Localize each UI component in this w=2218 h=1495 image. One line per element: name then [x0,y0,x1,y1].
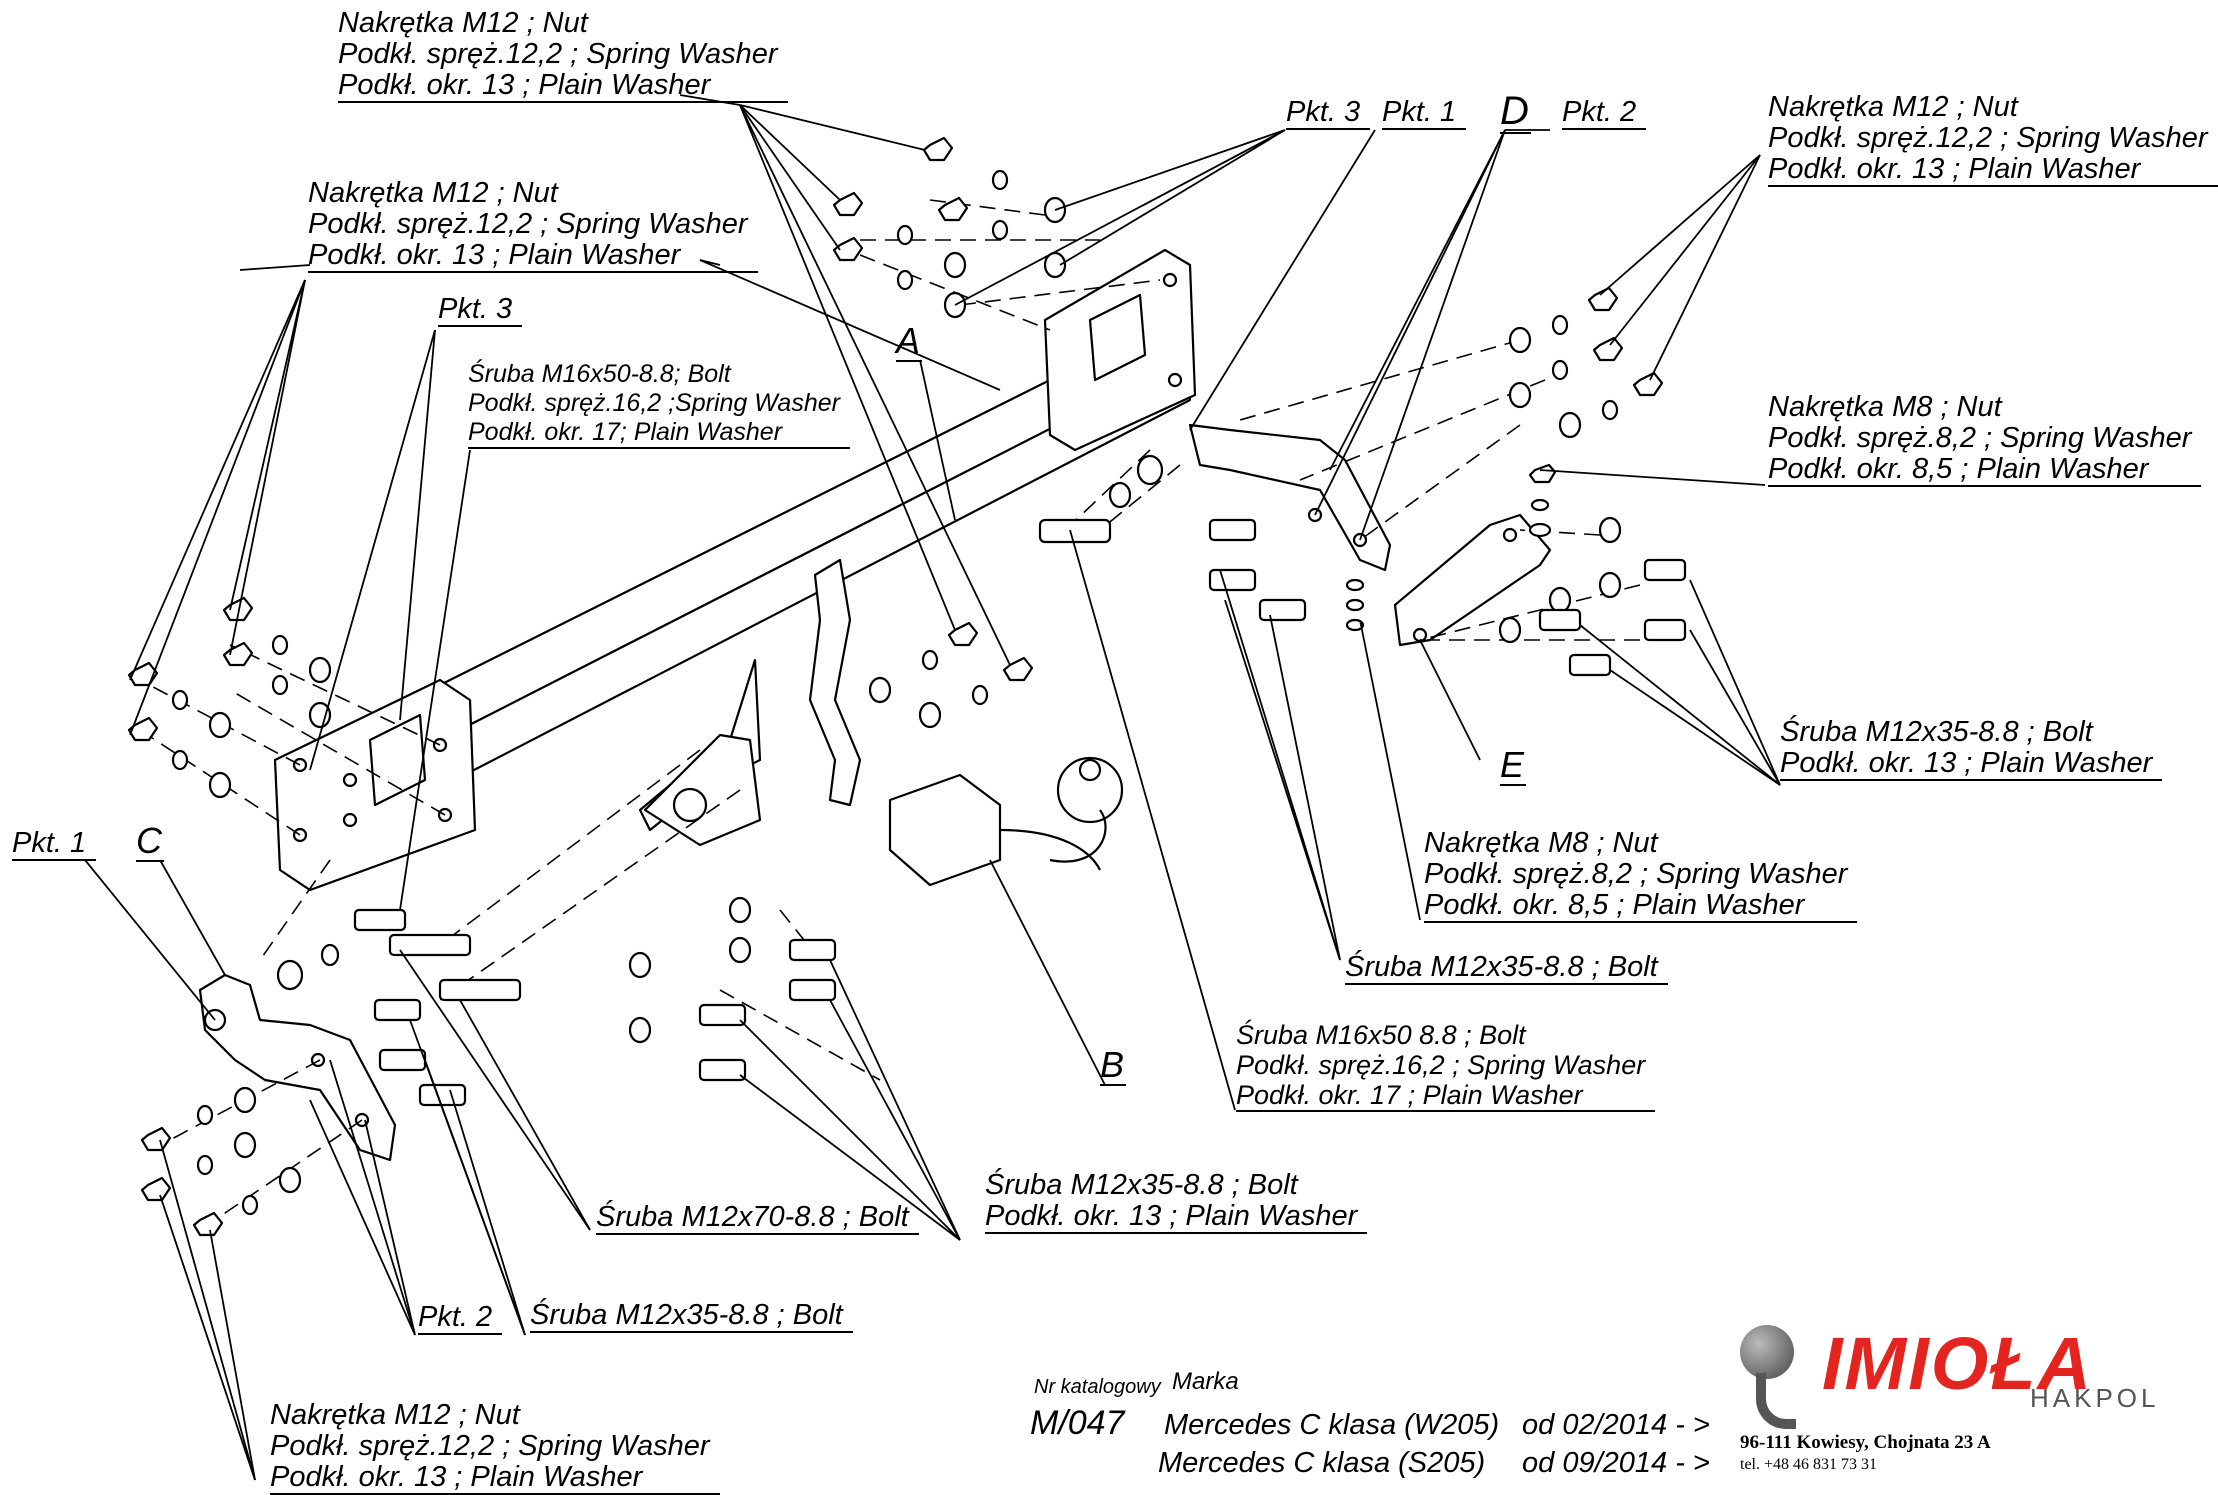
label-line: Podkł. okr. 17 ; Plain Washer [1236,1080,1583,1110]
label-bolt-m16-left: Śruba M16x50-8.8; Bolt Podkł. spręż.16,2… [468,360,850,449]
part-letter-b: B [1100,1044,1127,1086]
part-letter-d: D [1500,89,1531,134]
label-line: Podkł. spręż.8,2 ; Spring Washer [1424,858,1848,890]
part-letter-c: C [136,820,164,862]
fasteners [127,136,1687,1237]
label-bolt-m12x70: Śruba M12x70-8.8 ; Bolt [596,1202,919,1235]
catalog-date-1: od 02/2014 - > [1522,1409,1710,1441]
label-line: Podkł. okr. 8,5 ; Plain Washer [1424,889,1805,921]
label-line: Podkł. okr. 13 ; Plain Washer [1768,153,2141,185]
plate-e [1393,513,1552,647]
label-pkt2-top: Pkt. 2 [1562,97,1647,130]
label-line: Nakrętka M8 ; Nut [1424,827,1658,859]
label-line: Śruba M16x50-8.8; Bolt [468,360,731,388]
label-line: Nakrętka M12 ; Nut [270,1399,520,1431]
catalog-date-2: od 09/2014 - > [1522,1447,1710,1479]
label-pkt1-left: Pkt. 1 [12,828,97,861]
right-mounting-plate [1043,248,1197,452]
label-line: Podkł. spręż.16,2 ;Spring Washer [468,389,840,417]
label-line: Nakrętka M12 ; Nut [308,177,558,209]
label-line: Podkł. spręż.12,2 ; Spring Washer [338,38,778,70]
label-pkt1-top: Pkt. 1 [1382,97,1467,130]
label-bolt-m16-right: Śruba M16x50 8.8 ; Bolt Podkł. spręż.16,… [1236,1020,1656,1112]
catalog-model-2: Mercedes C klasa (S205) [1158,1447,1486,1479]
catalog-marka-label: Marka [1172,1368,1239,1395]
label-line: Podkł. spręż.12,2 ; Spring Washer [308,208,748,240]
label-pkt2-bottom: Pkt. 2 [418,1302,503,1335]
label-line: Śruba M12x35-8.8 ; Bolt [1780,716,2093,748]
catalog-nr-label: Nr katalogowy [1034,1376,1161,1398]
label-line: Podkł. okr. 13 ; Plain Washer [308,239,681,271]
label-line: Podkł. spręż.12,2 ; Spring Washer [1768,122,2208,154]
left-mounting-plate [273,678,477,892]
imiola-logo: IMIOŁA HAKPOL [1730,1315,2156,1429]
label-bolt-m12x35-right: Śruba M12x35-8.8 ; Bolt Podkł. okr. 13 ;… [1780,716,2163,781]
label-nut-m8-right: Nakrętka M8 ; Nut Podkł. spręż.8,2 ; Spr… [1768,391,2202,487]
logo-subtitle: HAKPOL [2030,1383,2160,1413]
label-line: Nakrętka M8 ; Nut [1768,391,2002,423]
label-bolt-m12x35-left: Śruba M12x35-8.8 ; Bolt [530,1300,853,1333]
bracket-d [1188,423,1392,572]
label-line: Podkł. spręż.8,2 ; Spring Washer [1768,422,2192,454]
tow-arm-logo-icon [1756,1373,1796,1429]
label-pkt3-top: Pkt. 3 [1286,97,1371,130]
logo-wordmark: IMIOŁA [1822,1322,2093,1405]
label-line: Śruba M16x50 8.8 ; Bolt [1236,1020,1526,1050]
label-line: Podkł. okr. 13 ; Plain Washer [270,1461,643,1493]
bracket-c [198,973,397,1162]
label-bolt-m12x35-mid: Śruba M12x35-8.8 ; Bolt [1345,952,1668,985]
catalog-model-1: Mercedes C klasa (W205) [1164,1409,1500,1441]
label-nut-m8-mid: Nakrętka M8 ; Nut Podkł. spręż.8,2 ; Spr… [1424,827,1858,923]
part-letter-a: A [896,320,923,362]
company-address: 96-111 Kowiesy, Chojnata 23 A [1740,1432,1991,1453]
company-phone: tel. +48 46 831 73 31 [1740,1456,1878,1473]
label-bolt-m12x35-bottom: Śruba M12x35-8.8 ; Bolt Podkł. okr. 13 ;… [985,1169,1368,1234]
label-line: Podkł. okr. 8,5 ; Plain Washer [1768,453,2149,485]
label-right-nut: Nakrętka M12 ; Nut Podkł. spręż.12,2 ; S… [1768,92,2218,187]
label-line: Podkł. okr. 17; Plain Washer [468,418,783,446]
label-bottom-nut: Nakrętka M12 ; Nut Podkł. spręż.12,2 ; S… [270,1400,720,1495]
label-line: Podkł. okr. 13 ; Plain Washer [338,69,711,101]
label-line: Podkł. spręż.16,2 ; Spring Washer [1236,1050,1646,1080]
label-line: Nakrętka M12 ; Nut [1768,91,2018,123]
tow-bar-exploded-drawing [84,94,1781,1481]
label-pkt3-left: Pkt. 3 [438,294,523,327]
label-left-nut: Nakrętka M12 ; Nut Podkł. spręż.12,2 ; S… [308,178,758,273]
label-line: Śruba M12x35-8.8 ; Bolt [985,1169,1298,1201]
label-top-left-nut: Nakrętka M12 ; Nut Podkł. spręż.12,2 ; S… [338,8,788,103]
label-line: Podkł. spręż.12,2 ; Spring Washer [270,1430,710,1462]
catalog-number: M/047 [1030,1404,1125,1442]
part-letter-e: E [1500,744,1527,786]
electrical-socket-plate [643,733,762,847]
ball-hook-b [888,756,1124,887]
label-line: Podkł. okr. 13 ; Plain Washer [1780,747,2153,779]
label-line: Podkł. okr. 13 ; Plain Washer [985,1200,1358,1232]
label-line: Nakrętka M12 ; Nut [338,7,588,39]
tow-ball-logo-icon [1740,1325,1794,1379]
